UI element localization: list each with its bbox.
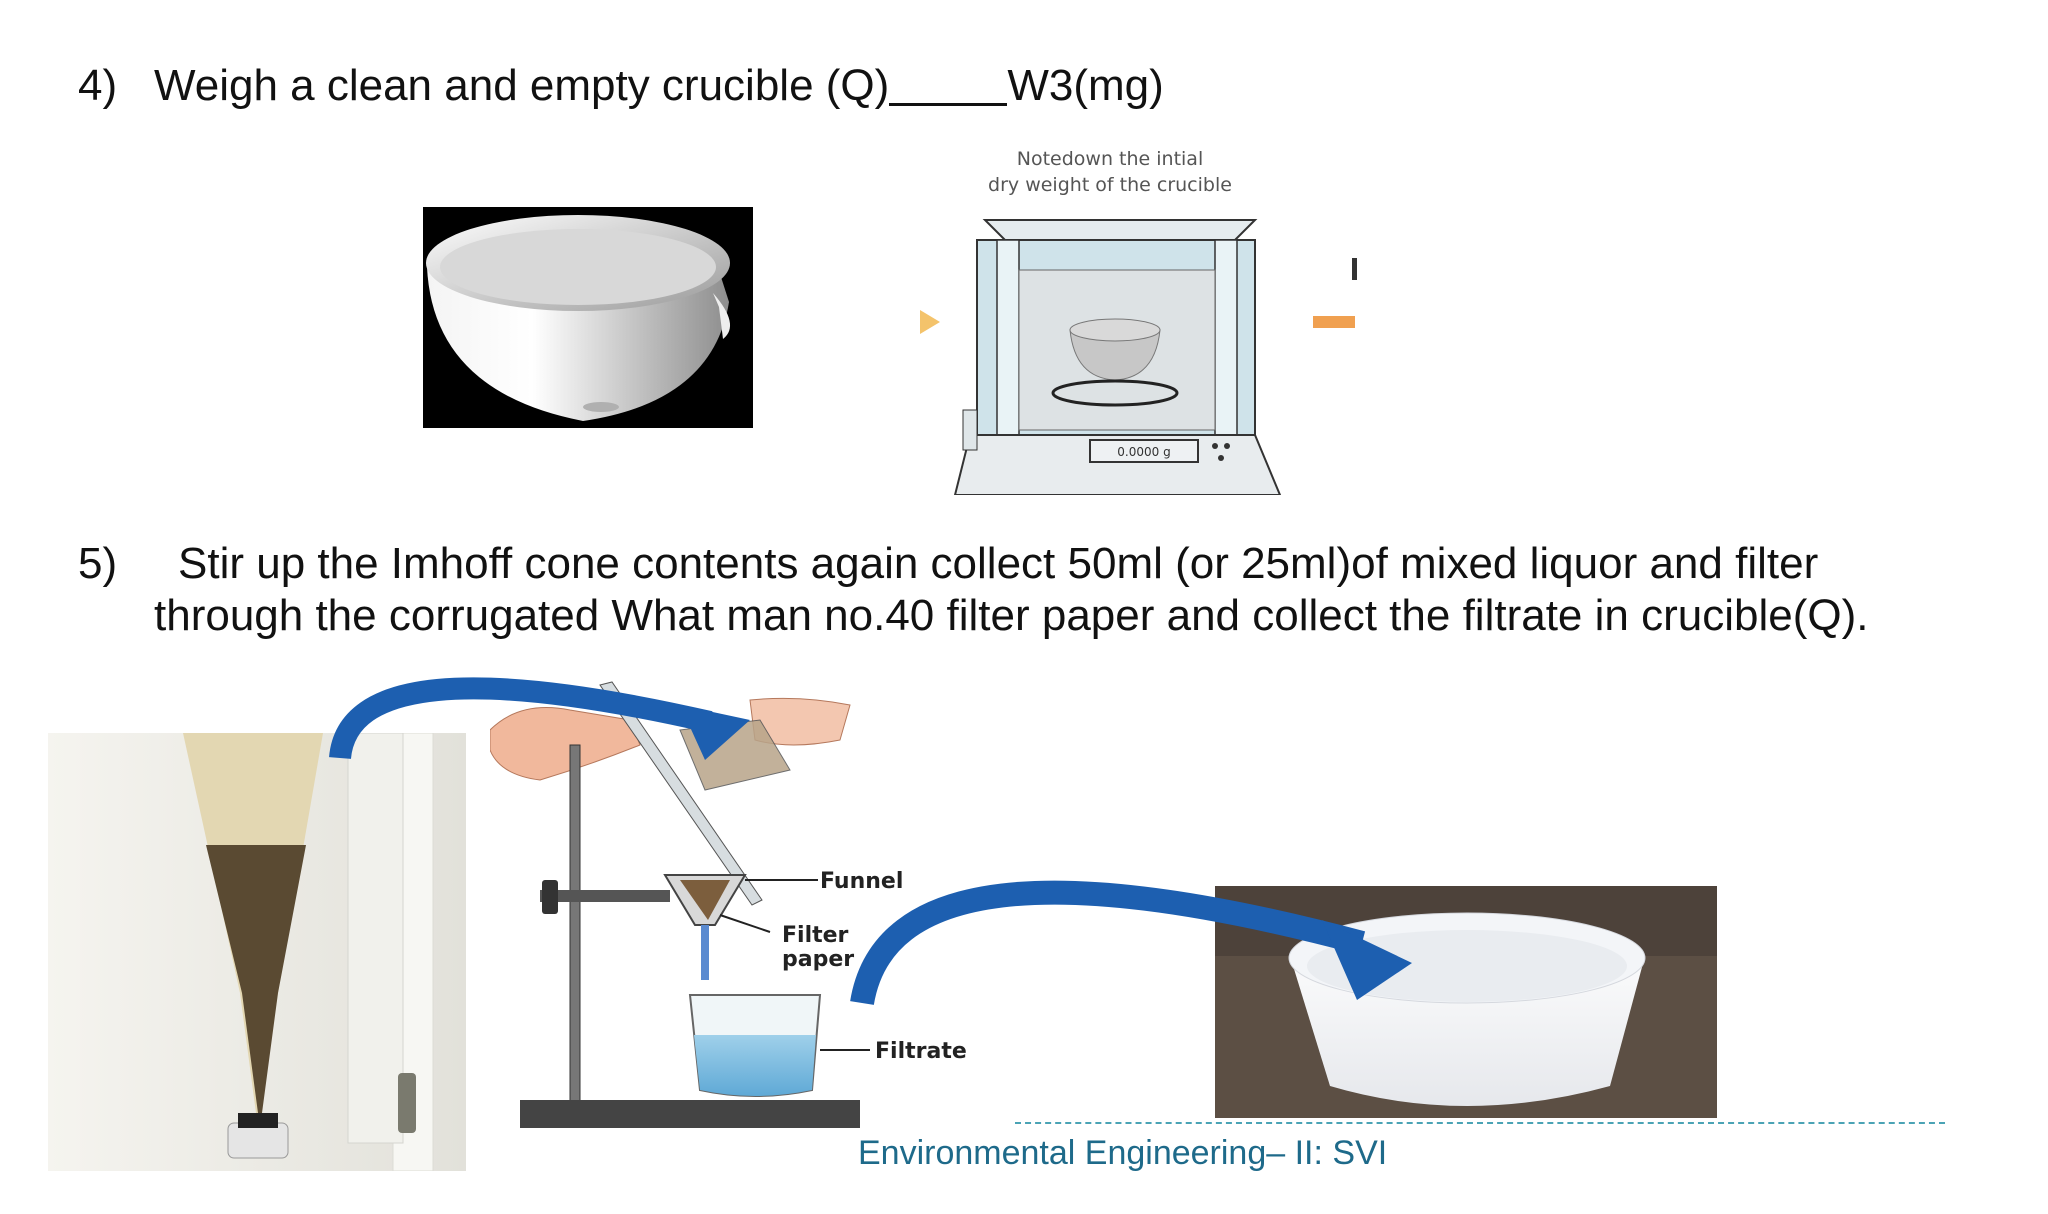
step-4-number: 4) — [78, 61, 118, 110]
balance-caption-line-2: dry weight of the crucible — [988, 174, 1232, 196]
step-5-line-2: through the corrugated What man no.40 fi… — [154, 591, 1869, 640]
filtration-setup-image: Funnel Filter paper Filtrate — [489, 670, 1020, 1140]
right-arrow-icon — [1313, 316, 1355, 328]
balance-display: 0.0000 g — [1117, 445, 1170, 459]
balance-caption-line-1: Notedown the intial — [1017, 148, 1203, 170]
step-5-text: 5) Stir up the Imhoff cone contents again… — [78, 538, 1818, 590]
step-5-number: 5) — [78, 539, 118, 588]
step-4-text-before: Weigh a clean and empty crucible (Q) — [154, 61, 890, 110]
filter-paper-label-2: paper — [782, 947, 854, 972]
crucible-image — [423, 207, 753, 428]
analytical-balance-image: Notedown the intial dry weight of the cr… — [915, 140, 1360, 496]
filtrate-label: Filtrate — [875, 1039, 967, 1064]
imhoff-cone-image — [48, 732, 466, 1172]
footer-divider — [1015, 1122, 1945, 1124]
step-4-text: 4) Weigh a clean and empty crucible (Q) W3… — [78, 60, 1164, 112]
step-4-text-after: W3(mg) — [1007, 61, 1164, 110]
footer-text: Environmental Engineering– II: SVI — [858, 1134, 1388, 1172]
filter-paper-label-1: Filter — [782, 923, 849, 948]
curved-arrow-icon-2 — [850, 880, 1412, 1006]
funnel-label: Funnel — [820, 869, 903, 894]
step-5-line-1: Stir up the Imhoff cone contents again c… — [178, 539, 1819, 588]
curved-arrow-icon — [329, 677, 750, 760]
fill-blank-line — [889, 63, 1008, 106]
left-arrow-icon — [920, 310, 940, 334]
